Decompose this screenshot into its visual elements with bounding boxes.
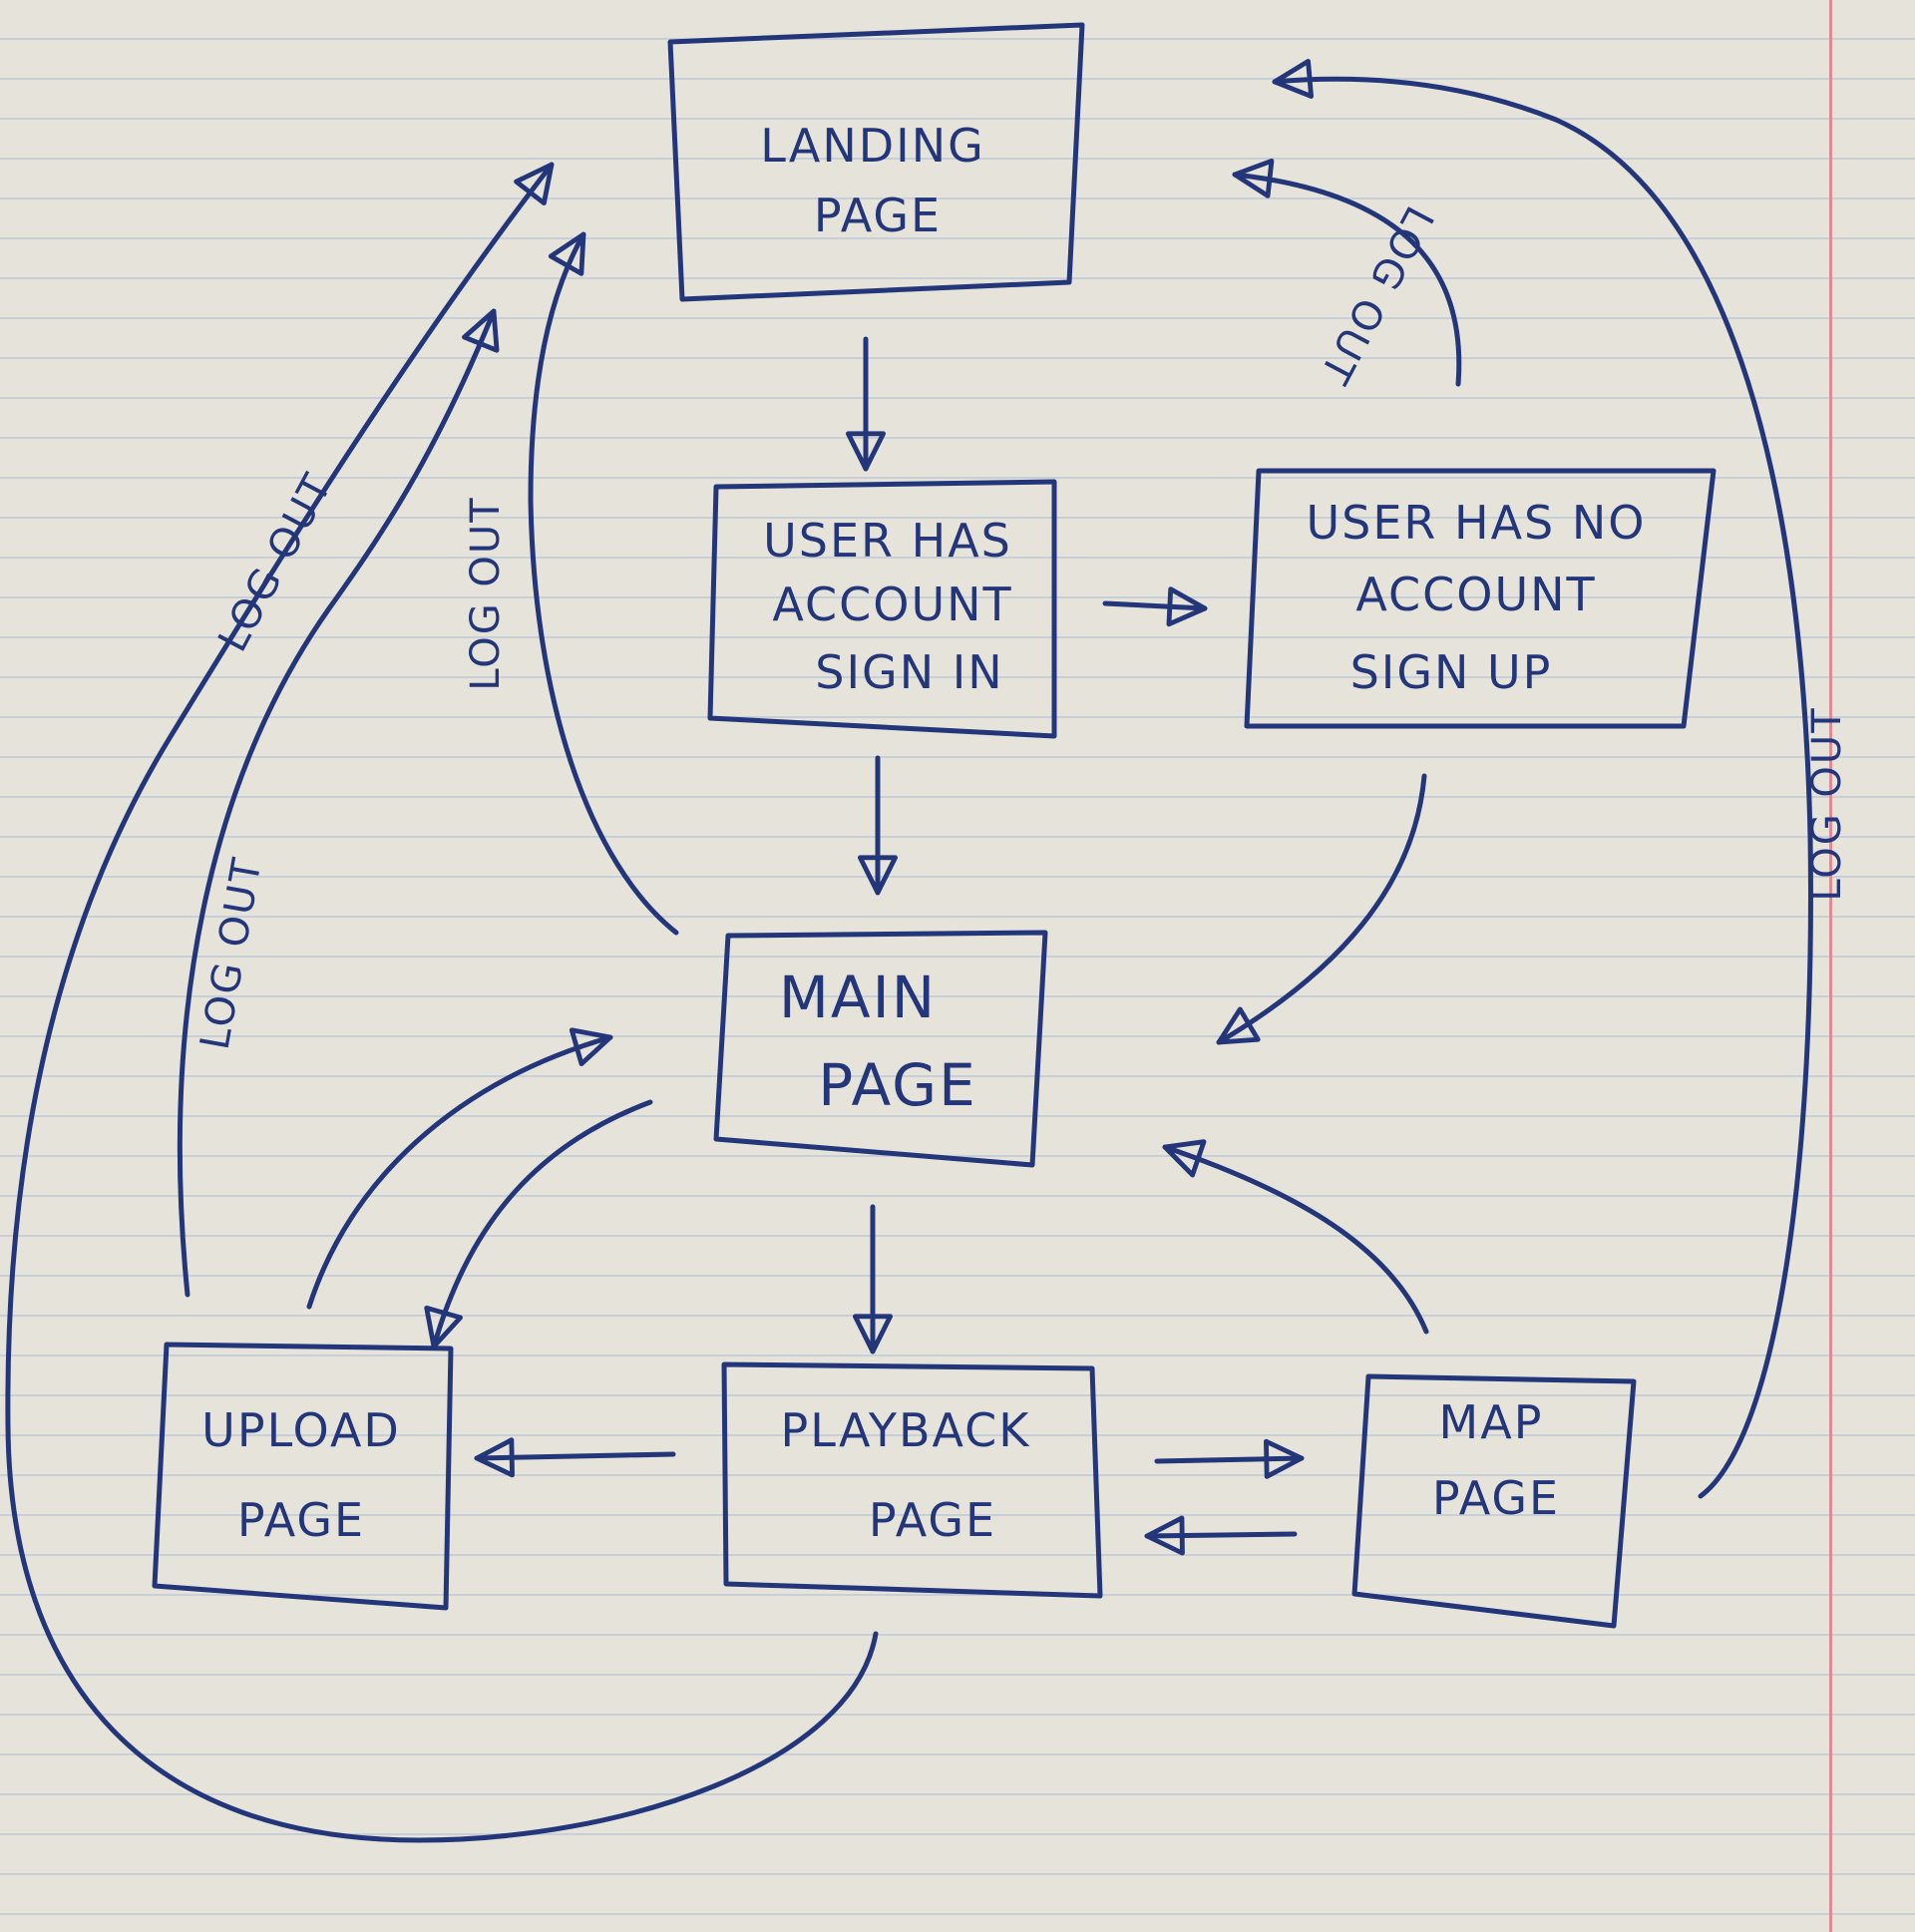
label-log-out-outer: LOG OUT [209, 466, 341, 659]
edge-playback-to-upload [474, 1437, 676, 1478]
edge-map-to-landing [1272, 59, 1813, 1499]
edge-sign-up-to-main [1216, 773, 1427, 1045]
node-map-page: MAP PAGE [1351, 1373, 1637, 1629]
main-line1: MAIN [779, 964, 937, 1031]
landing-line2: PAGE [814, 189, 942, 242]
edge-playback-to-landing [5, 162, 879, 1843]
sign-in-line2: ACCOUNT [772, 578, 1012, 631]
label-log-out-main: LOG OUT [463, 496, 509, 690]
edge-upload-to-landing-lower [177, 308, 500, 1298]
upload-line2: PAGE [237, 1493, 365, 1547]
node-landing-page: LANDING PAGE [667, 22, 1085, 302]
edge-main-to-upload [424, 1099, 653, 1350]
edge-map-to-main [1162, 1139, 1429, 1335]
edge-map-to-playback [1144, 1515, 1298, 1556]
edge-upload-to-main [306, 1027, 613, 1310]
playback-line1: PLAYBACK [781, 1403, 1031, 1457]
sign-up-line1: USER HAS NO [1306, 496, 1646, 550]
node-upload-page: UPLOAD PAGE [152, 1342, 454, 1611]
node-user-has-account-sign-in: USER HAS ACCOUNT SIGN IN [707, 479, 1057, 739]
edge-main-to-landing [528, 231, 679, 936]
main-line2: PAGE [818, 1051, 977, 1119]
margin-line [1829, 0, 1832, 1932]
edge-playback-to-map [1154, 1438, 1305, 1479]
map-line2: PAGE [1432, 1471, 1560, 1525]
edge-sign-up-to-landing [1232, 158, 1462, 387]
label-log-out-map: LOG OUT [1804, 706, 1850, 901]
map-line1: MAP [1439, 1395, 1544, 1449]
node-main-page: MAIN PAGE [713, 930, 1048, 1168]
sign-up-line2: ACCOUNT [1355, 568, 1596, 621]
sign-up-line3: SIGN UP [1350, 645, 1553, 699]
upload-line1: UPLOAD [201, 1403, 401, 1457]
label-log-out-sign-up: LOG OUT [1310, 198, 1441, 392]
playback-line2: PAGE [869, 1493, 996, 1547]
edge-sign-in-to-sign-up [1102, 586, 1208, 627]
landing-line1: LANDING [760, 119, 985, 173]
sign-in-line3: SIGN IN [815, 645, 1003, 699]
sign-in-line1: USER HAS [763, 514, 1012, 568]
node-user-has-no-account-sign-up: USER HAS NO ACCOUNT SIGN UP [1244, 468, 1717, 729]
label-log-out-upload: LOG OUT [192, 854, 271, 1053]
node-playback-page: PLAYBACK PAGE [721, 1361, 1103, 1599]
